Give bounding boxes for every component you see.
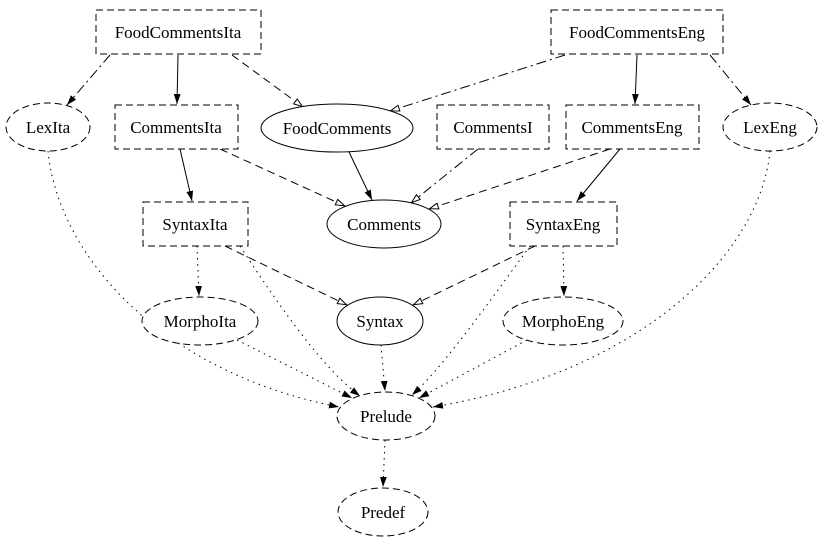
food-comments-eng-box	[550, 9, 724, 55]
syntax-label: Syntax	[356, 312, 404, 331]
nodes-layer: FoodCommentsIta FoodCommentsEng LexIta C…	[5, 9, 818, 537]
edge-foodcommentseng-lexeng	[709, 54, 752, 106]
node-lex-ita: LexIta	[5, 102, 91, 152]
edge-foodcommentsita-commentsita	[173, 54, 181, 105]
food-comments-ita-box	[95, 9, 262, 55]
edge-syntax-prelude	[380, 344, 388, 392]
syntax-ita-label: SyntaxIta	[162, 215, 228, 234]
edge-commentsi-comments	[410, 148, 479, 204]
lex-ita-ellipse	[5, 102, 91, 152]
edge-morphoeng-prelude	[418, 339, 528, 399]
node-syntax-ita: SyntaxIta	[142, 201, 249, 247]
edge-foodcommentsita-lexita	[66, 54, 111, 106]
morpho-ita-label: MorphoIta	[164, 312, 237, 331]
node-prelude: Prelude	[336, 391, 436, 441]
morpho-eng-ellipse	[502, 296, 624, 346]
edge-foodcommentsita-foodcomments	[231, 54, 304, 108]
edge-syntaxita-morphoita	[195, 245, 202, 297]
node-comments: Comments	[326, 199, 442, 249]
node-morpho-ita: MorphoIta	[141, 296, 259, 346]
edge-syntaxeng-syntax	[412, 245, 536, 306]
comments-label: Comments	[347, 215, 421, 234]
edge-commentsita-comments	[219, 148, 346, 207]
node-comments-i: CommentsI	[436, 104, 550, 150]
comments-ita-label: CommentsIta	[130, 118, 222, 137]
edge-syntaxeng-morphoeng	[560, 245, 568, 297]
node-comments-ita: CommentsIta	[114, 104, 239, 150]
comments-i-box	[436, 104, 550, 150]
node-comments-eng: CommentsEng	[565, 104, 700, 150]
edge-prelude-predef	[380, 439, 387, 488]
syntax-ita-box	[142, 201, 249, 247]
food-comments-ellipse	[260, 103, 414, 153]
node-syntax-eng: SyntaxEng	[509, 201, 618, 247]
lex-eng-label: LexEng	[743, 118, 797, 137]
lex-eng-ellipse	[722, 102, 818, 152]
food-comments-ita-label: FoodCommentsIta	[115, 23, 242, 42]
node-morpho-eng: MorphoEng	[502, 296, 624, 346]
edge-foodcomments-comments	[348, 151, 373, 201]
food-comments-eng-label: FoodCommentsEng	[569, 23, 706, 42]
comments-i-label: CommentsI	[453, 118, 533, 137]
comments-ellipse	[326, 199, 442, 249]
edges-layer	[47, 54, 771, 488]
edge-commentsita-syntaxita	[179, 148, 194, 202]
prelude-ellipse	[336, 391, 436, 441]
node-syntax: Syntax	[336, 296, 424, 346]
edge-foodcommentseng-commentseng	[632, 54, 639, 105]
predef-label: Predef	[361, 503, 406, 522]
edge-foodcommentseng-foodcomments	[389, 54, 566, 112]
edge-syntaxita-syntax	[224, 245, 348, 306]
edge-lexeng-prelude	[432, 150, 771, 409]
morpho-eng-label: MorphoEng	[522, 312, 605, 331]
syntax-ellipse	[336, 296, 424, 346]
edge-commentseng-syntaxeng	[576, 148, 621, 202]
prelude-label: Prelude	[360, 407, 412, 426]
node-food-comments: FoodComments	[260, 103, 414, 153]
predef-ellipse	[337, 487, 429, 537]
food-comments-label: FoodComments	[283, 119, 392, 138]
comments-eng-box	[565, 104, 700, 150]
edge-lexita-prelude	[47, 150, 340, 409]
edge-commentseng-comments	[428, 148, 611, 210]
syntax-eng-label: SyntaxEng	[526, 215, 601, 234]
node-predef: Predef	[337, 487, 429, 537]
syntax-eng-box	[509, 201, 618, 247]
node-food-comments-eng: FoodCommentsEng	[550, 9, 724, 55]
comments-ita-box	[114, 104, 239, 150]
node-lex-eng: LexEng	[722, 102, 818, 152]
edge-morphoita-prelude	[236, 339, 353, 399]
node-food-comments-ita: FoodCommentsIta	[95, 9, 262, 55]
morpho-ita-ellipse	[141, 296, 259, 346]
lex-ita-label: LexIta	[26, 118, 71, 137]
comments-eng-label: CommentsEng	[581, 118, 683, 137]
